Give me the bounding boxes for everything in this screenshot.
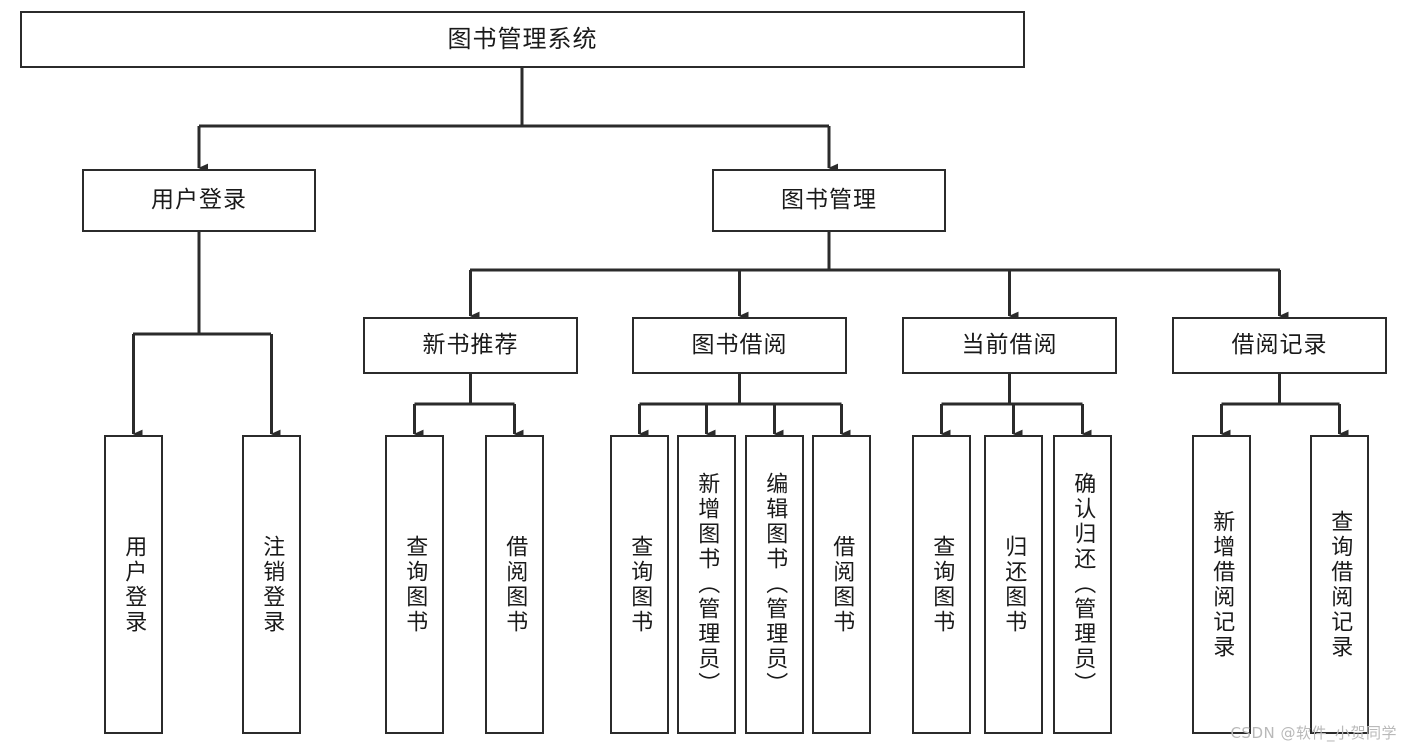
node-root[interactable]: 图书管理系统 (20, 11, 1025, 68)
node-book-manage[interactable]: 图书管理 (712, 169, 946, 232)
node-current-borrow[interactable]: 当前借阅 (902, 317, 1117, 374)
node-leaf-user-logout[interactable]: 注销登录 (242, 435, 301, 734)
node-leaf-query-book-3-label: 查询图书 (929, 534, 955, 635)
watermark-text: CSDN @软件_小贺同学 (1230, 724, 1397, 742)
node-current-borrow-label: 当前借阅 (961, 331, 1058, 358)
node-leaf-add-book[interactable]: 新增图书（管理员） (677, 435, 736, 734)
node-book-borrow[interactable]: 图书借阅 (632, 317, 847, 374)
node-book-manage-label: 图书管理 (781, 186, 877, 213)
node-leaf-edit-book-label: 编辑图书（管理员） (762, 472, 788, 697)
node-leaf-add-record[interactable]: 新增借阅记录 (1192, 435, 1251, 734)
node-root-label: 图书管理系统 (447, 25, 598, 54)
node-leaf-borrow-book-1-label: 借阅图书 (502, 534, 528, 635)
node-leaf-borrow-book-2[interactable]: 借阅图书 (812, 435, 871, 734)
node-user-login-label: 用户登录 (151, 186, 247, 213)
node-leaf-confirm-return[interactable]: 确认归还（管理员） (1053, 435, 1112, 734)
node-book-borrow-label: 图书借阅 (691, 331, 788, 358)
node-leaf-borrow-book-2-label: 借阅图书 (829, 534, 855, 635)
node-new-book-recommend-label: 新书推荐 (422, 331, 519, 358)
node-user-login[interactable]: 用户登录 (82, 169, 316, 232)
node-leaf-add-book-label: 新增图书（管理员） (694, 472, 720, 697)
node-leaf-user-login[interactable]: 用户登录 (104, 435, 163, 734)
node-leaf-borrow-book-1[interactable]: 借阅图书 (485, 435, 544, 734)
node-leaf-query-book-1[interactable]: 查询图书 (385, 435, 444, 734)
node-leaf-query-book-2[interactable]: 查询图书 (610, 435, 669, 734)
node-leaf-return-book-label: 归还图书 (1001, 534, 1027, 635)
node-borrow-record[interactable]: 借阅记录 (1172, 317, 1387, 374)
node-leaf-confirm-return-label: 确认归还（管理员） (1070, 472, 1096, 697)
node-leaf-add-record-label: 新增借阅记录 (1209, 509, 1235, 660)
node-leaf-user-login-label: 用户登录 (121, 534, 147, 635)
node-leaf-user-logout-label: 注销登录 (259, 534, 285, 635)
node-new-book-recommend[interactable]: 新书推荐 (363, 317, 578, 374)
node-leaf-query-record-label: 查询借阅记录 (1327, 509, 1353, 660)
node-leaf-query-record[interactable]: 查询借阅记录 (1310, 435, 1369, 734)
node-leaf-query-book-3[interactable]: 查询图书 (912, 435, 971, 734)
node-leaf-edit-book[interactable]: 编辑图书（管理员） (745, 435, 804, 734)
node-leaf-query-book-1-label: 查询图书 (402, 534, 428, 635)
node-borrow-record-label: 借阅记录 (1231, 331, 1328, 358)
node-leaf-return-book[interactable]: 归还图书 (984, 435, 1043, 734)
node-leaf-query-book-2-label: 查询图书 (627, 534, 653, 635)
